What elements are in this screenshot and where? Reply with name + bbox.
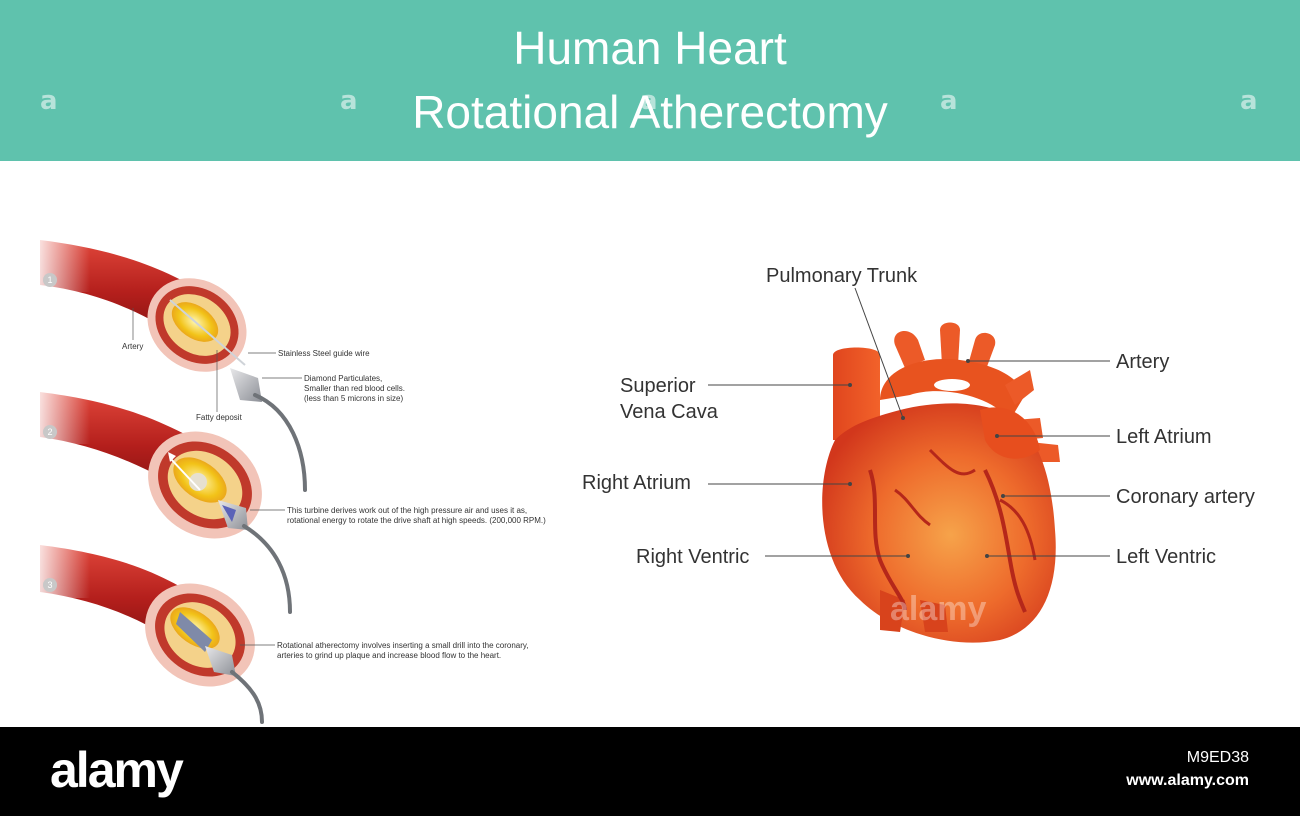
turbine-label-line2: rotational energy to rotate the drive sh… (287, 516, 546, 525)
watermark-glyph: a (40, 86, 58, 116)
heart-leader-lines (708, 287, 1110, 557)
right-ventric-label: Right Ventric (636, 546, 749, 568)
step-badge (43, 273, 57, 287)
artery-heart-label: Artery (1116, 351, 1169, 373)
site-url: www.alamy.com (1126, 772, 1249, 789)
heart-illustration: alamy (822, 322, 1060, 643)
diamond-label-line3: (less than 5 microns in size) (304, 394, 403, 403)
left-ventric-label: Left Ventric (1116, 546, 1216, 568)
superior-vena-cava-label-line2: Vena Cava (620, 401, 719, 423)
turbine-label-line1: This turbine derives work out of the hig… (287, 506, 527, 515)
watermark-glyph: a (940, 86, 958, 116)
heart-watermark: alamy (890, 590, 986, 628)
title-line-1: Human Heart (513, 22, 787, 74)
step-number: 2 (47, 427, 52, 437)
artery-panel-1: 1 Artery Stainless Steel guide wire Diam… (30, 222, 405, 492)
artery-panel-3: 3 Rotational atherectomy involves insert… (30, 528, 529, 724)
watermark-glyph: a (640, 86, 658, 116)
step-badge (43, 425, 57, 439)
guide-wire-label: Stainless Steel guide wire (278, 349, 370, 358)
coronary-artery-label: Coronary artery (1116, 486, 1255, 508)
title-banner: Human Heart Rotational Atherectomy a a a… (0, 0, 1300, 161)
diamond-label-line1: Diamond Particulates, (304, 374, 382, 383)
heart-leader-dots (848, 359, 1005, 558)
pulmonary-trunk-label: Pulmonary Trunk (766, 265, 918, 287)
watermark-glyph: a (1240, 86, 1258, 116)
image-id: M9ED38 (1186, 749, 1249, 766)
watermark-glyph: a (340, 86, 358, 116)
left-atrium-label: Left Atrium (1116, 426, 1212, 448)
rotational-label-line1: Rotational atherectomy involves insertin… (277, 641, 529, 650)
alamy-logo: alamy (50, 742, 184, 798)
superior-vena-cava-label-line1: Superior (620, 375, 696, 397)
artery-panel-2: 2 This turbine derives work out of the h… (30, 374, 546, 614)
fatty-deposit-label: Fatty deposit (196, 413, 243, 422)
step-badge (43, 578, 57, 592)
step-number: 3 (47, 580, 52, 590)
watermark-footer: alamy M9ED38 www.alamy.com (0, 727, 1300, 816)
title-line-2: Rotational Atherectomy (412, 86, 888, 138)
illustration: 1 Artery Stainless Steel guide wire Diam… (30, 222, 1255, 724)
diamond-label-line2: Smaller than red blood cells. (304, 384, 405, 393)
rotational-label-line2: arteries to grind up plaque and increase… (277, 651, 501, 660)
artery-label: Artery (122, 342, 143, 351)
step-number: 1 (47, 275, 52, 285)
right-atrium-label: Right Atrium (582, 472, 691, 494)
